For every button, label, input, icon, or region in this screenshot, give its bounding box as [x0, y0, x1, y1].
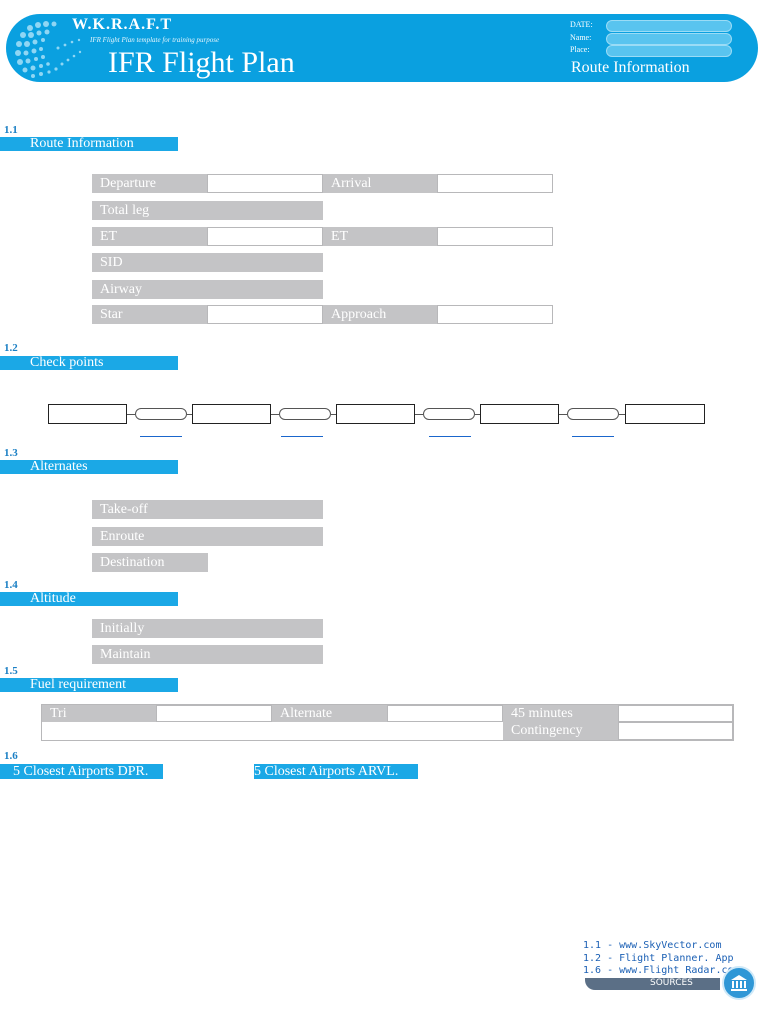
closest-airports-departure-title: 5 Closest Airports DPR. [0, 764, 163, 779]
checkpoint-connector [475, 414, 480, 415]
checkpoint-distance-link[interactable] [140, 436, 182, 437]
logo-dots-icon [15, 21, 82, 78]
checkpoint-connector [559, 414, 567, 415]
place-label: Place: [570, 45, 590, 54]
takeoff-alternate-field[interactable]: Take-off [92, 500, 323, 519]
departure-field[interactable] [207, 174, 323, 193]
section-title-alternates: Alternates [0, 460, 178, 474]
place-field[interactable] [606, 45, 732, 57]
trip-fuel-label: Tri [42, 705, 156, 722]
et-arrival-label: ET [323, 227, 437, 246]
checkpoint-leg-pill[interactable] [567, 408, 619, 420]
enroute-alternate-field[interactable]: Enroute [92, 527, 323, 546]
checkpoint-box[interactable] [625, 404, 705, 424]
total-leg-field[interactable]: Total leg [92, 201, 323, 220]
checkpoint-box[interactable] [336, 404, 415, 424]
arrival-field[interactable] [437, 174, 553, 193]
date-field[interactable] [606, 20, 732, 32]
checkpoint-box[interactable] [192, 404, 271, 424]
contingency-fuel-field[interactable] [618, 722, 733, 740]
approach-field[interactable] [437, 305, 553, 324]
section-number: 1.1 [4, 124, 18, 136]
section-number: 1.4 [4, 579, 18, 591]
checkpoint-connector [415, 414, 423, 415]
checkpoint-connector [271, 414, 279, 415]
section-number: 1.3 [4, 447, 18, 459]
star-field[interactable] [207, 305, 323, 324]
checkpoint-connector [331, 414, 336, 415]
star-label: Star [92, 305, 207, 324]
alternate-fuel-field[interactable] [387, 705, 503, 722]
source-flightplanner-link[interactable]: 1.2 - Flight Planner. App [583, 953, 734, 964]
arrival-label: Arrival [323, 174, 437, 193]
checkpoint-box[interactable] [480, 404, 559, 424]
sources-ribbon [585, 978, 720, 990]
reserve-fuel-label: 45 minutes [503, 705, 618, 722]
sources-label: SOURCES [650, 978, 693, 988]
airway-field[interactable]: Airway [92, 280, 323, 299]
initial-altitude-field[interactable]: Initially [92, 619, 323, 638]
section-title-fuel: Fuel requirement [0, 678, 178, 692]
checkpoint-connector [127, 414, 135, 415]
maintain-altitude-field[interactable]: Maintain [92, 645, 323, 664]
source-skyvector-link[interactable]: 1.1 - www.SkyVector.com [583, 940, 722, 951]
header-subtitle: IFR Flight Plan template for training pu… [90, 36, 220, 44]
checkpoint-distance-link[interactable] [572, 436, 614, 437]
section-number: 1.5 [4, 665, 18, 677]
source-flightradar-link[interactable]: 1.6 - www.Flight Radar.com [583, 965, 740, 976]
page-title: IFR Flight Plan [108, 46, 295, 79]
library-icon [722, 966, 756, 1000]
date-label: DATE: [570, 20, 593, 29]
header-section-title: Route Information [571, 59, 690, 76]
trip-fuel-field[interactable] [156, 705, 272, 722]
et-departure-field[interactable] [207, 227, 323, 246]
et-departure-label: ET [92, 227, 207, 246]
checkpoint-leg-pill[interactable] [423, 408, 475, 420]
et-arrival-field[interactable] [437, 227, 553, 246]
approach-label: Approach [323, 305, 437, 324]
contingency-fuel-label: Contingency [503, 722, 618, 740]
section-title-route: Route Information [0, 137, 178, 151]
name-field[interactable] [606, 33, 732, 45]
departure-label: Departure [92, 174, 207, 193]
closest-airports-arrival-title: 5 Closest Airports ARVL. [254, 764, 418, 779]
destination-alternate-field[interactable]: Destination [92, 553, 208, 572]
section-number: 1.2 [4, 342, 18, 354]
checkpoint-distance-link[interactable] [429, 436, 471, 437]
alternate-fuel-label: Alternate [272, 705, 387, 722]
checkpoint-connector [187, 414, 192, 415]
section-number: 1.6 [4, 750, 18, 762]
checkpoint-box[interactable] [48, 404, 127, 424]
checkpoint-distance-link[interactable] [281, 436, 323, 437]
checkpoint-connector [619, 414, 625, 415]
checkpoint-leg-pill[interactable] [135, 408, 187, 420]
fuel-table [41, 704, 734, 741]
name-label: Name: [570, 33, 592, 42]
section-title-altitude: Altitude [0, 592, 178, 606]
section-title-checkpoints: Check points [0, 356, 178, 370]
sid-field[interactable]: SID [92, 253, 323, 272]
reserve-fuel-field[interactable] [618, 705, 733, 722]
checkpoint-leg-pill[interactable] [279, 408, 331, 420]
brand-name: W.K.R.A.F.T [72, 16, 173, 33]
